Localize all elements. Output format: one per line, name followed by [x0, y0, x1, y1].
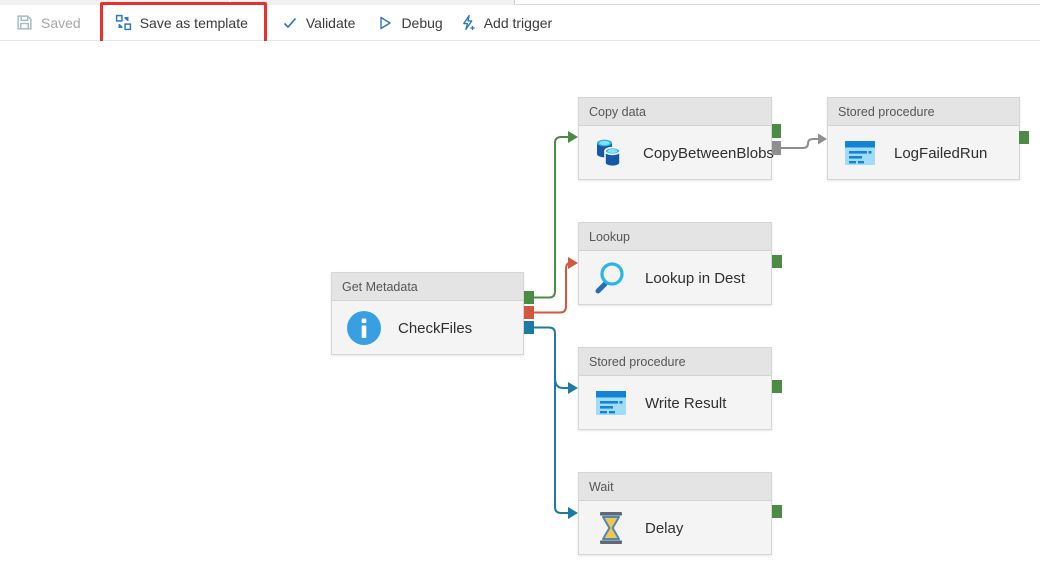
save-button-label: Saved: [41, 14, 81, 31]
info-icon: [345, 310, 383, 346]
activity-name: LogFailedRun: [894, 144, 988, 162]
copy-data-icon: [592, 135, 628, 171]
hourglass-icon: [592, 511, 630, 545]
lightning-plus-icon: [459, 14, 476, 31]
save-as-template-button[interactable]: Save as template: [111, 9, 252, 37]
activity-node-wait[interactable]: Wait Delay: [578, 472, 772, 555]
add-trigger-button[interactable]: Add trigger: [455, 9, 556, 37]
activity-type-label: Lookup: [579, 223, 771, 251]
validate-label: Validate: [305, 14, 356, 31]
activity-type-label: Get Metadata: [332, 273, 523, 301]
activity-name: Delay: [645, 519, 684, 537]
save-button[interactable]: Saved: [12, 9, 85, 37]
save-icon: [16, 14, 33, 31]
activity-node-stored-procedure-2[interactable]: Stored procedure Write Result: [578, 347, 772, 430]
play-icon: [377, 15, 393, 31]
tab-remnant-right: [516, 0, 1040, 5]
save-as-template-label: Save as template: [139, 14, 248, 31]
activity-name: Write Result: [645, 394, 727, 412]
add-trigger-label: Add trigger: [483, 14, 553, 31]
activity-type-label: Copy data: [579, 98, 771, 126]
lookup-icon: [592, 260, 630, 296]
activity-name: CopyBetweenBlobs: [643, 144, 774, 162]
activity-type-label: Wait: [579, 473, 771, 501]
debug-label: Debug: [401, 14, 443, 31]
debug-button[interactable]: Debug: [373, 9, 446, 37]
activity-node-get-metadata[interactable]: Get Metadata CheckFiles: [331, 272, 524, 355]
activity-node-stored-procedure-1[interactable]: Stored procedure LogFailedRun: [827, 97, 1020, 180]
activity-node-copy-data[interactable]: Copy data CopyBetweenBlobs: [578, 97, 774, 180]
stored-procedure-icon: [592, 388, 630, 418]
checkmark-icon: [282, 15, 298, 31]
pipeline-toolbar: Saved Save as template Validate: [0, 1, 1040, 44]
validate-button[interactable]: Validate: [278, 9, 360, 37]
activity-type-label: Stored procedure: [828, 98, 1019, 126]
save-as-template-icon: [115, 14, 132, 31]
stored-procedure-icon: [841, 138, 879, 168]
activity-name: Lookup in Dest: [645, 269, 746, 287]
activity-type-label: Stored procedure: [579, 348, 771, 376]
activity-name: CheckFiles: [398, 319, 473, 337]
highlight-annotation: Save as template: [99, 1, 267, 44]
activity-node-lookup[interactable]: Lookup Lookup in Dest: [578, 222, 772, 305]
